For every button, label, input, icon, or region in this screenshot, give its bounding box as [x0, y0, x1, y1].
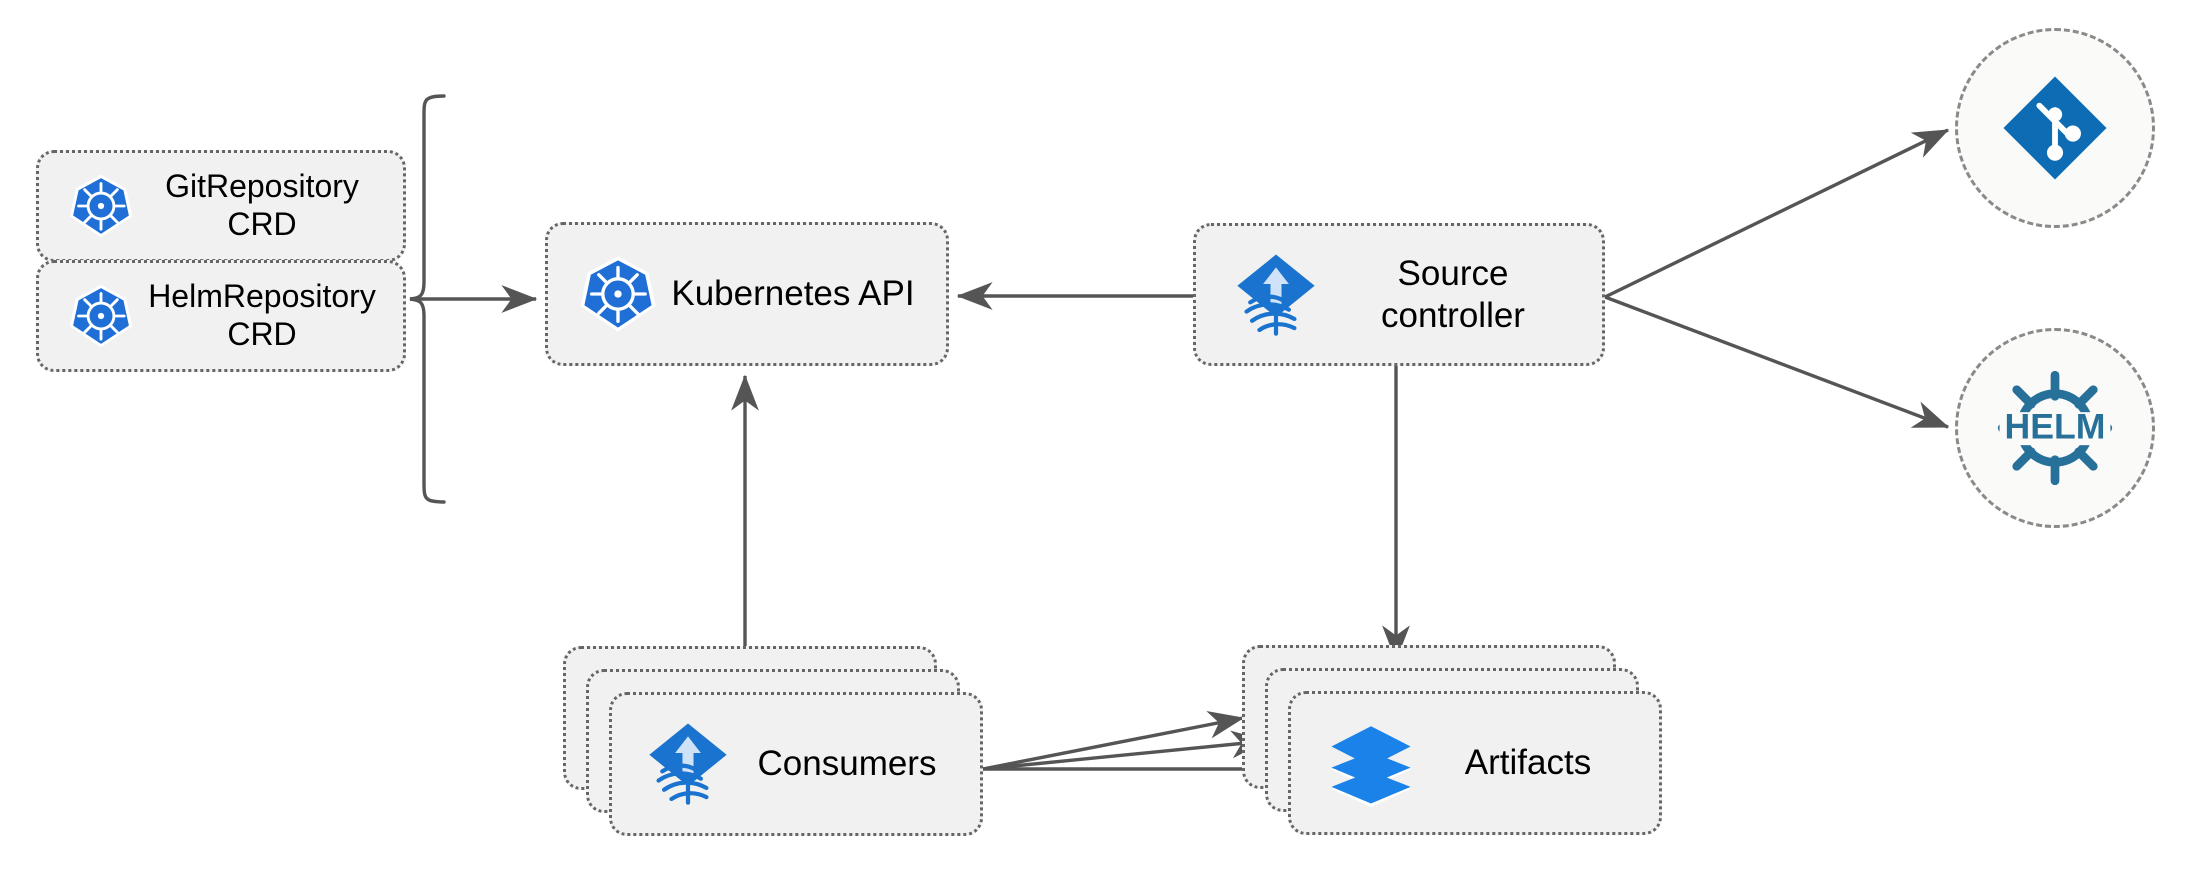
node-source-controller[interactable]: Source controller: [1193, 223, 1605, 366]
helm-wordmark: HELM: [2005, 407, 2106, 447]
helm-icon: HELM: [1989, 362, 2121, 494]
artifacts-card-front[interactable]: Artifacts: [1288, 691, 1662, 835]
kubernetes-icon: [578, 254, 658, 334]
git-icon: [1999, 72, 2111, 184]
node-label: Kubernetes API: [671, 274, 915, 314]
node-consumers[interactable]: Consumers: [563, 646, 983, 836]
flux-icon: [1230, 249, 1322, 341]
consumers-card-front[interactable]: Consumers: [609, 692, 983, 836]
edge-consumers-to-artifacts-card-1: [982, 710, 1245, 771]
edge-consumers-to-artifacts-card-2: [982, 730, 1268, 771]
layers-icon: [1325, 717, 1417, 809]
node-helmrepository-crd[interactable]: HelmRepository CRD: [36, 260, 406, 372]
node-gitrepository-crd[interactable]: GitRepository CRD: [36, 150, 406, 262]
external-helm-repository[interactable]: HELM: [1955, 328, 2155, 528]
node-label: Consumers: [757, 744, 937, 783]
node-kubernetes-api[interactable]: Kubernetes API: [545, 222, 949, 366]
crd-group-bracket: [409, 94, 446, 504]
node-label: GitRepository CRD: [165, 168, 359, 242]
edge-source-controller-to-helm: [1604, 295, 1950, 429]
node-artifacts[interactable]: Artifacts: [1242, 645, 1662, 835]
kubernetes-icon: [67, 282, 135, 350]
flux-icon: [642, 718, 734, 810]
edge-source-controller-to-git: [1604, 128, 1950, 299]
node-label: Artifacts: [1464, 743, 1592, 782]
external-git-repository[interactable]: [1955, 28, 2155, 228]
node-label: Source controller: [1381, 254, 1525, 335]
kubernetes-icon: [67, 172, 135, 240]
node-label: HelmRepository CRD: [148, 278, 376, 352]
